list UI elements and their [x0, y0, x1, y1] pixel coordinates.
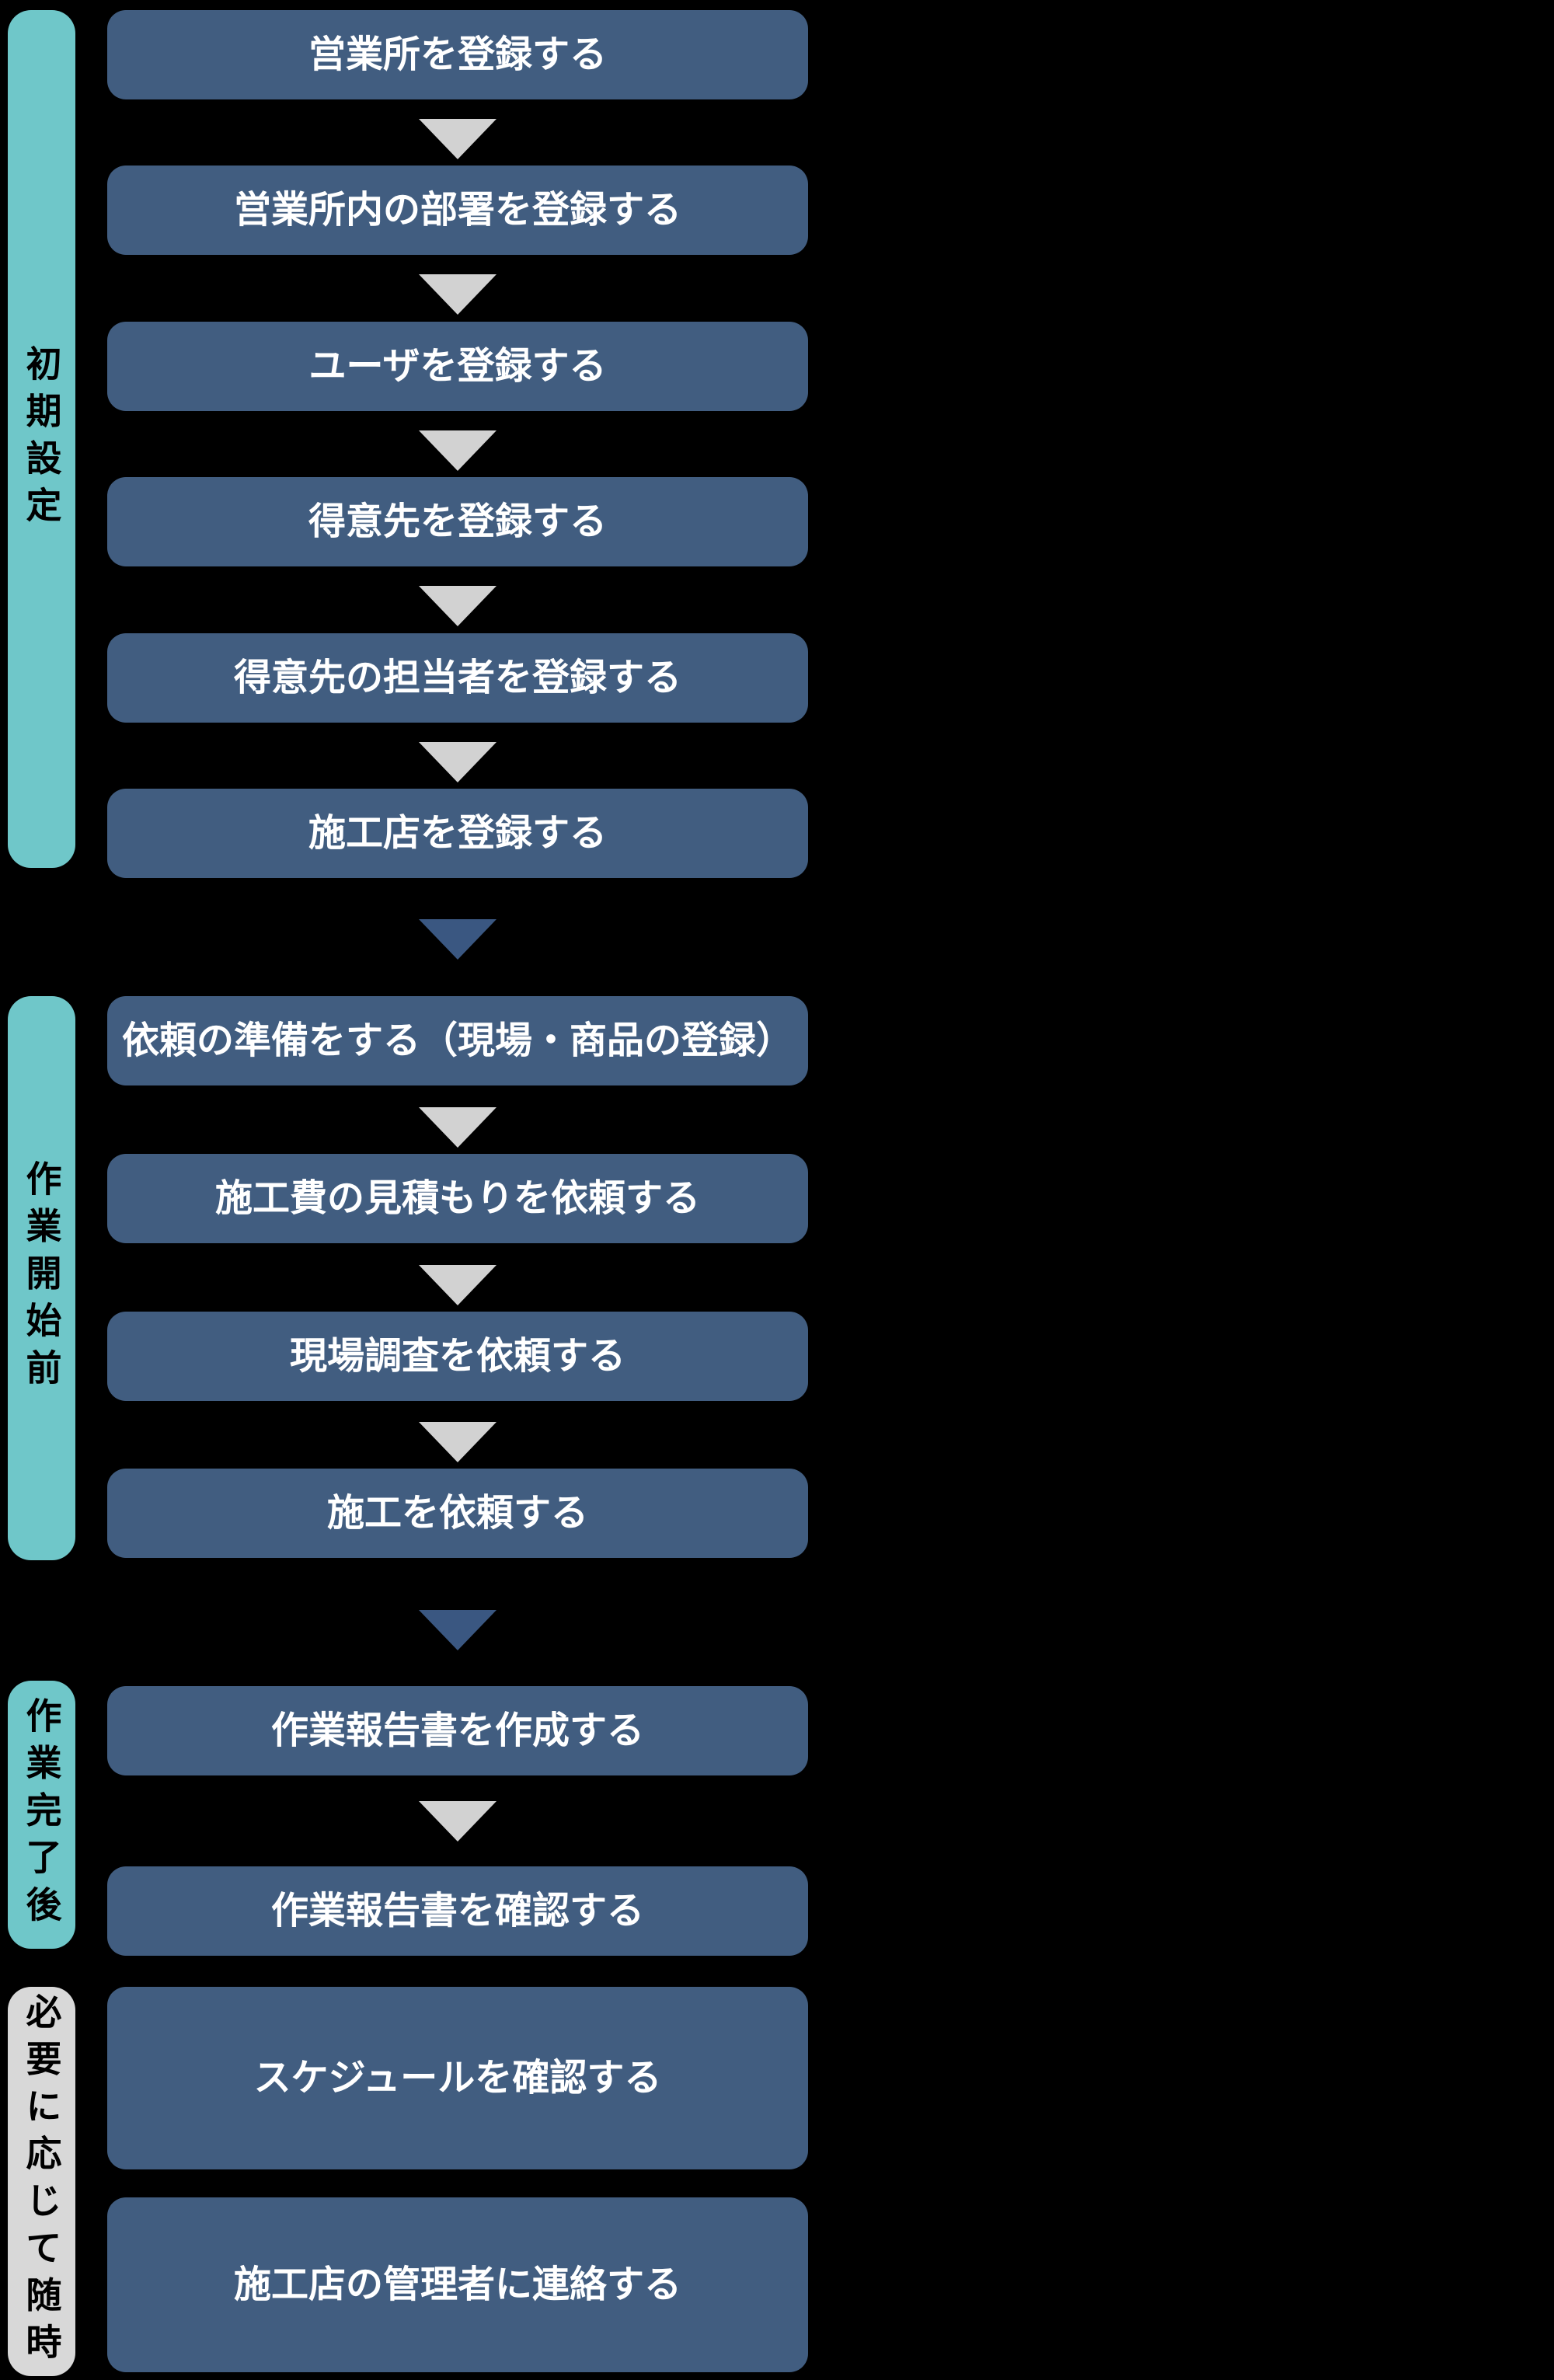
- section-bar-as-needed: 必要に応じて随時: [8, 1987, 75, 2376]
- process-box-label: 営業所を登録する: [308, 33, 607, 75]
- process-box-request-construction: 施工を依頼する: [107, 1469, 808, 1558]
- process-box-register-customer-contacts: 得意先の担当者を登録する: [107, 633, 808, 723]
- process-box-label: 施工費の見積もりを依頼する: [214, 1177, 700, 1219]
- arrow-down-icon: [419, 119, 497, 159]
- process-box-prepare-request: 依頼の準備をする（現場・商品の登録）: [107, 996, 808, 1085]
- process-box-create-work-report: 作業報告書を作成する: [107, 1686, 808, 1775]
- section-bar-before-work-start: 作業開始前: [8, 996, 75, 1560]
- process-box-request-estimate: 施工費の見積もりを依頼する: [107, 1154, 808, 1243]
- section-bar-label: 必要に応じて随時: [21, 1992, 62, 2371]
- section-bar-label: 初期設定: [21, 344, 62, 534]
- section-bar-initial-setup: 初期設定: [8, 10, 75, 868]
- process-box-label: 作業報告書を作成する: [270, 1709, 644, 1751]
- process-box-register-departments: 営業所内の部署を登録する: [107, 166, 808, 255]
- section-arrow-down-icon: [419, 1610, 497, 1650]
- arrow-down-icon: [419, 1107, 497, 1148]
- process-box-label: 施工店を登録する: [308, 812, 607, 854]
- process-box-label: 施工を依頼する: [326, 1492, 588, 1534]
- section-bar-after-work-complete: 作業完了後: [8, 1681, 75, 1949]
- process-box-label: 現場調査を依頼する: [289, 1335, 625, 1377]
- section-bar-label: 作業完了後: [21, 1696, 62, 1933]
- arrow-down-icon: [419, 742, 497, 782]
- process-box-check-schedule: スケジュールを確認する: [107, 1987, 808, 2169]
- process-box-label: 依頼の準備をする（現場・商品の登録）: [121, 1019, 793, 1061]
- process-box-label: 営業所内の部署を登録する: [233, 189, 681, 231]
- process-box-label: 得意先の担当者を登録する: [233, 657, 681, 699]
- process-box-register-sales-office: 営業所を登録する: [107, 10, 808, 99]
- arrow-down-icon: [419, 274, 497, 315]
- arrow-down-icon: [419, 1801, 497, 1842]
- arrow-down-icon: [419, 586, 497, 626]
- process-box-register-users: ユーザを登録する: [107, 322, 808, 411]
- process-box-label: ユーザを登録する: [308, 345, 607, 387]
- arrow-down-icon: [419, 1265, 497, 1305]
- arrow-down-icon: [419, 430, 497, 471]
- process-box-contact-contractor-manager: 施工店の管理者に連絡する: [107, 2197, 808, 2372]
- section-arrow-down-icon: [419, 919, 497, 960]
- process-box-request-site-survey: 現場調査を依頼する: [107, 1312, 808, 1401]
- process-box-register-contractors: 施工店を登録する: [107, 789, 808, 878]
- process-box-label: 作業報告書を確認する: [270, 1890, 644, 1932]
- process-box-label: 得意先を登録する: [308, 500, 607, 542]
- process-box-label: 施工店の管理者に連絡する: [233, 2263, 681, 2305]
- process-box-check-work-report: 作業報告書を確認する: [107, 1866, 808, 1956]
- arrow-down-icon: [419, 1422, 497, 1462]
- process-box-register-customers: 得意先を登録する: [107, 477, 808, 566]
- section-bar-label: 作業開始前: [21, 1160, 62, 1396]
- process-box-label: スケジュールを確認する: [253, 2057, 662, 2099]
